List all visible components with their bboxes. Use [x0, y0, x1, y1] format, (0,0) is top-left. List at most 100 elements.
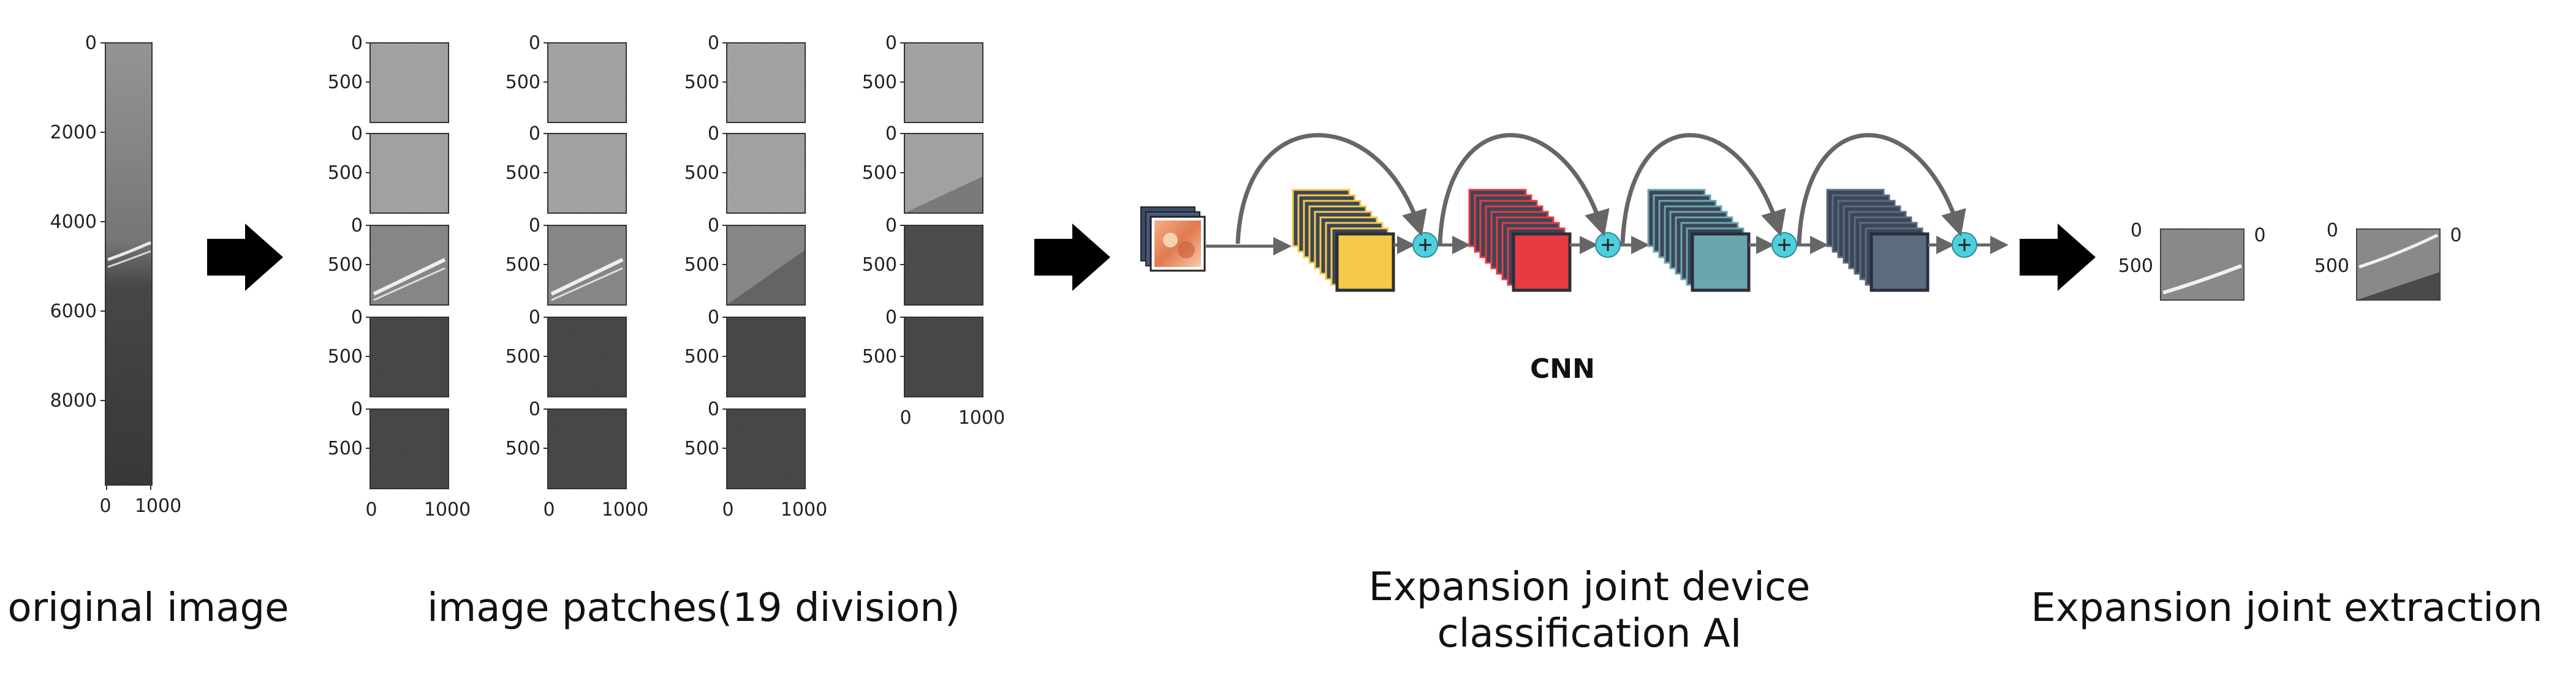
y-tick-label: 500 — [506, 438, 540, 459]
y-tick-label: 500 — [2314, 255, 2349, 277]
curved-arrow-icon — [1797, 133, 1966, 244]
cat-image — [1154, 220, 1201, 267]
x-tick-label: 0 — [2450, 225, 2461, 246]
image-patch: 0 500 0 1000 — [684, 399, 827, 521]
plus-icon — [1771, 232, 1797, 258]
caption-ai-line2: classification AI — [1438, 611, 1742, 656]
x-tick-label: 1000 — [958, 407, 1005, 429]
y-tick-label: 500 — [506, 162, 540, 184]
caption-image-patches: image patches(19 division) — [427, 585, 960, 631]
y-tick-label: 0 — [885, 307, 897, 328]
y-tick-label: 0 — [529, 307, 540, 328]
curved-arrow-icon — [1235, 133, 1427, 244]
image-patch: 0 500 — [328, 123, 449, 214]
x-tick-label: 0 — [900, 407, 911, 429]
image-patch: 0 500 — [684, 123, 806, 214]
input-image-stack — [1140, 206, 1206, 272]
y-tick-label: 0 — [885, 32, 897, 54]
right-arrow-icon — [2020, 224, 2096, 291]
x-tick-label: 1000 — [424, 499, 471, 521]
y-tick-label: 500 — [506, 346, 540, 367]
y-tick-label: 500 — [862, 254, 897, 276]
image-patch: 0 500 — [506, 32, 627, 123]
image-patch: 0 500 — [862, 32, 983, 123]
y-tick-label: 0 — [708, 123, 719, 145]
conv-block — [1292, 189, 1395, 292]
x-tick-label: 1000 — [602, 499, 648, 521]
y-tick-label: 0 — [885, 123, 897, 145]
cnn-label: CNN — [1530, 353, 1595, 385]
y-tick-label: 0 — [529, 32, 540, 54]
y-tick-label: 0 — [708, 307, 719, 328]
cnn-diagram: CNN — [1140, 133, 2009, 385]
image-patch: 0 500 — [506, 307, 627, 397]
y-tick-label: 0 — [708, 399, 719, 420]
y-tick-label: 500 — [328, 438, 363, 459]
curved-arrow-icon — [1620, 133, 1786, 244]
y-tick-label: 500 — [684, 438, 719, 459]
y-tick-label: 500 — [328, 72, 363, 93]
y-tick-label: 0 — [351, 123, 363, 145]
curved-arrow-icon — [1438, 133, 1610, 244]
image-patch: 0 500 — [328, 215, 449, 306]
plus-icon — [1952, 232, 1977, 258]
y-tick-label: 500 — [684, 254, 719, 276]
y-tick-label: 0 — [708, 215, 719, 236]
y-tick-label: 2000 — [50, 122, 97, 143]
image-patch: 0 500 — [328, 32, 449, 123]
y-tick-label: 500 — [862, 346, 897, 367]
caption-ai-line1: Expansion joint device — [1369, 565, 1811, 610]
original-image — [105, 43, 152, 485]
image-patch: 0 500 0 1000 — [506, 399, 648, 521]
y-tick-label: 0 — [85, 32, 97, 54]
y-tick-label: 0 — [529, 399, 540, 420]
x-tick-label: 0 — [722, 499, 733, 521]
y-tick-label: 6000 — [50, 301, 97, 322]
y-tick-label: 0 — [351, 399, 363, 420]
y-tick-label: 500 — [684, 72, 719, 93]
x-tick-label: 1000 — [781, 499, 827, 521]
y-tick-label: 500 — [506, 72, 540, 93]
x-tick-label: 0 — [99, 495, 111, 517]
conv-block — [1468, 189, 1572, 292]
y-tick-label: 0 — [351, 215, 363, 236]
x-tick-label: 0 — [365, 499, 377, 521]
y-tick-label: 0 — [529, 123, 540, 145]
y-tick-label: 500 — [2118, 255, 2153, 277]
image-patch: 0 500 0 1000 — [862, 307, 1005, 429]
plus-icon — [1595, 232, 1621, 258]
image-patch: 0 500 — [684, 307, 806, 397]
plus-icon — [1412, 232, 1438, 258]
image-patch: 0 500 0 1000 — [328, 399, 471, 521]
right-arrow-icon — [1034, 224, 1110, 291]
y-tick-label: 500 — [684, 162, 719, 184]
conv-block — [1647, 189, 1751, 292]
y-tick-label: 0 — [2327, 220, 2338, 241]
y-tick-label: 0 — [351, 32, 363, 54]
y-tick-label: 500 — [684, 346, 719, 367]
y-tick-label: 0 — [708, 32, 719, 54]
y-tick-label: 500 — [862, 72, 897, 93]
x-tick-label: 0 — [543, 499, 555, 521]
conv-block — [1826, 189, 1930, 292]
image-patch: 0 500 — [328, 307, 449, 397]
y-tick-label: 0 — [351, 307, 363, 328]
extracted-patch: 0 500 0 — [2314, 220, 2462, 301]
caption-original-image: original image — [8, 585, 289, 631]
y-tick-label: 500 — [328, 346, 363, 367]
y-tick-label: 8000 — [50, 390, 97, 412]
original-image-crack — [107, 241, 152, 261]
image-patch: 0 500 — [506, 123, 627, 214]
x-tick-label: 0 — [2254, 225, 2265, 246]
right-arrow-icon — [207, 224, 283, 291]
y-tick-label: 500 — [328, 162, 363, 184]
y-tick-label: 500 — [328, 254, 363, 276]
